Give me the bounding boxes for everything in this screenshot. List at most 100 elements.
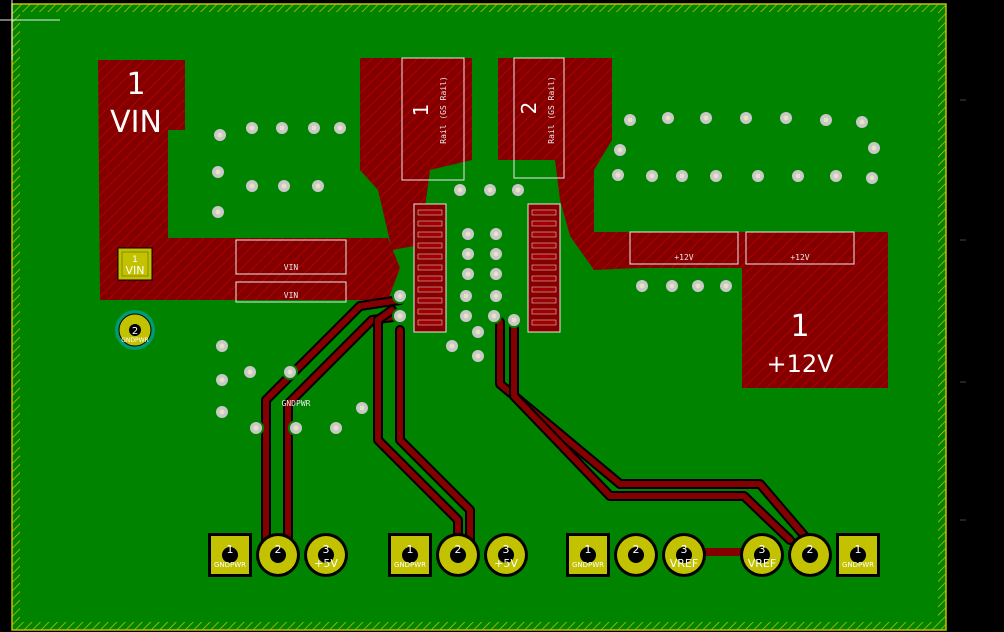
q2-outline xyxy=(513,57,565,179)
ic-right-pin xyxy=(531,242,557,249)
via-drill xyxy=(457,187,463,193)
connector-pin[interactable]: 2 xyxy=(256,533,300,577)
resistor-vin-bottom[interactable] xyxy=(235,281,347,303)
pin-drill xyxy=(850,547,866,563)
via-drill xyxy=(249,125,255,131)
via-drill xyxy=(219,377,225,383)
via-drill xyxy=(493,293,499,299)
resistor-vin-top-label: VIN xyxy=(284,263,299,272)
via-drill xyxy=(823,117,829,123)
resistor-12v-left-label: +12V xyxy=(674,253,693,262)
out-pad-number: 1 xyxy=(790,309,809,344)
via-drill xyxy=(215,169,221,175)
ic-left-pin xyxy=(417,275,443,282)
via-drill xyxy=(219,343,225,349)
ic-right-pin xyxy=(531,319,557,326)
via-drill xyxy=(287,369,293,375)
ic-left-pin xyxy=(417,308,443,315)
resistor-12v-right-label: +12V xyxy=(790,253,809,262)
edge-cuts-outline xyxy=(11,3,947,631)
via-drill xyxy=(695,283,701,289)
vin-th-pad-number: 1 xyxy=(132,255,138,265)
via-drill xyxy=(463,313,469,319)
via-drill xyxy=(703,115,709,121)
ic-left-pin xyxy=(417,220,443,227)
resistor-12v-left[interactable] xyxy=(629,231,739,265)
via-drill xyxy=(293,425,299,431)
vin-gnd-pad-number: 2 xyxy=(132,326,138,337)
q1-copper-zone[interactable] xyxy=(360,58,472,250)
pin-drill xyxy=(676,547,692,563)
ic-right-pin xyxy=(531,297,557,304)
q2-pad-number: 2 xyxy=(517,102,541,115)
pin-drill xyxy=(754,547,770,563)
via-drill xyxy=(397,313,403,319)
resistor-vin-top[interactable] xyxy=(235,239,347,275)
via-drill xyxy=(859,119,865,125)
via-drill xyxy=(465,271,471,277)
pin-name: VREF xyxy=(748,557,776,570)
via-drill xyxy=(871,145,877,151)
pin-number: 1 xyxy=(585,543,592,556)
ic-right-pin xyxy=(531,220,557,227)
connector-pin[interactable]: 3+5V xyxy=(484,533,528,577)
pin-drill xyxy=(402,547,418,563)
ic-right-pin xyxy=(531,275,557,282)
ic-right-pin xyxy=(531,253,557,260)
pin-drill xyxy=(628,547,644,563)
via-drill xyxy=(627,117,633,123)
out12v-copper-zone[interactable] xyxy=(594,232,888,388)
via-drill xyxy=(465,251,471,257)
vin-pad-name: VIN xyxy=(110,105,162,140)
via-drill xyxy=(397,293,403,299)
connector-pin[interactable]: 2 xyxy=(788,533,832,577)
via-drill xyxy=(487,187,493,193)
pin-number: 1 xyxy=(227,543,234,556)
resistor-12v-right[interactable] xyxy=(745,231,855,265)
q2-copper-zone[interactable] xyxy=(498,58,640,270)
via-drill xyxy=(649,173,655,179)
via-drill xyxy=(679,173,685,179)
pin-number: 3 xyxy=(503,543,510,556)
via-drill xyxy=(475,353,481,359)
connector-pin[interactable]: 2 xyxy=(614,533,658,577)
via-drill xyxy=(493,251,499,257)
via-drill xyxy=(311,125,317,131)
connector-pin[interactable]: 2 xyxy=(436,533,480,577)
vias[interactable] xyxy=(210,110,882,436)
via-drill xyxy=(465,231,471,237)
ic-right-pin xyxy=(531,231,557,238)
pin-number: 2 xyxy=(633,543,640,556)
via-drill xyxy=(315,183,321,189)
pin-number: 3 xyxy=(759,543,766,556)
out-pad-name: +12V xyxy=(766,350,834,378)
via-drill xyxy=(281,183,287,189)
q1-pad-name: Rail (GS Rail) xyxy=(439,76,448,143)
pin-name: +5V xyxy=(314,557,338,570)
via-drill xyxy=(333,425,339,431)
gnd-mid-label: GNDPWR xyxy=(282,399,311,408)
pin-drill xyxy=(222,547,238,563)
via-drill xyxy=(723,283,729,289)
via-drill xyxy=(253,425,259,431)
ic-left-pin xyxy=(417,231,443,238)
connector-pin[interactable]: 3+5V xyxy=(304,533,348,577)
via-drill xyxy=(743,115,749,121)
pin-number: 2 xyxy=(807,543,814,556)
pin-name: GNDPWR xyxy=(572,561,604,569)
vin-gnd-pad-name: GNDPWR xyxy=(121,337,148,344)
via-drill xyxy=(615,172,621,178)
via-drill xyxy=(795,173,801,179)
pin-drill xyxy=(270,547,286,563)
via-drill xyxy=(449,343,455,349)
resistor-vin-bottom-label: VIN xyxy=(284,291,299,300)
via-drill xyxy=(249,183,255,189)
